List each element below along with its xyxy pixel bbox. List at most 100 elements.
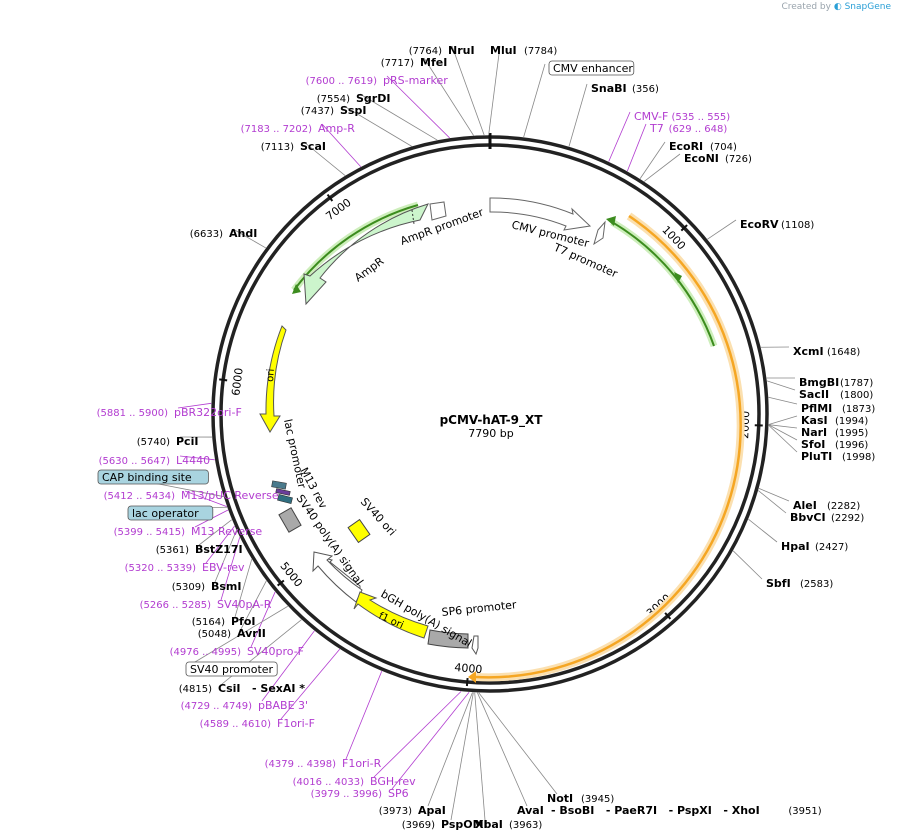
bgh-polya-box[interactable] (427, 629, 469, 649)
site-label-cap[interactable]: CAP binding site (97, 469, 209, 485)
site-label-bghrev[interactable]: (4016 .. 4033)BGH-rev (293, 775, 417, 788)
site-position: (356) (632, 84, 659, 95)
site-label-ebvrev[interactable]: (5320 .. 5339)EBV-rev (125, 561, 245, 574)
site-label-cmvenh[interactable]: CMV enhancer (548, 60, 635, 76)
site-label-l4440[interactable]: (5630 .. 5647)L4440 (99, 454, 211, 467)
site-label-t7[interactable]: T7(629 .. 648) (649, 122, 727, 135)
site-label-kasi[interactable]: KasI(1994) (801, 414, 868, 427)
site-position: (3979 .. 3996) (311, 789, 383, 800)
leader-line (643, 153, 681, 182)
leader-line (345, 670, 383, 760)
feature-layer (259, 197, 745, 683)
site-label-scai[interactable]: (7113)ScaI (261, 140, 326, 153)
site-label-box (97, 469, 209, 485)
site-label-econi[interactable]: EcoNI(726) (684, 152, 752, 165)
site-label-xcmi[interactable]: XcmI(1648) (793, 345, 860, 358)
cap-site-box[interactable] (271, 480, 287, 490)
ori-arrow[interactable] (259, 325, 287, 433)
site-label-sv40par[interactable]: (5266 .. 5285)SV40pA-R (140, 598, 272, 611)
site-name: PflMI (801, 402, 832, 415)
site-position: (7717) (381, 58, 414, 69)
site-label-apai[interactable]: (3973)ApaI (379, 804, 446, 817)
site-label-f1orir[interactable]: (4379 .. 4398) F1ori-R (265, 757, 382, 770)
credit-prefix: Created by (781, 2, 831, 12)
site-name: ScaI (300, 140, 326, 153)
site-label-pbabe[interactable]: (4729 .. 4749)pBABE 3' (181, 699, 309, 712)
site-name: pBR322ori-F (174, 406, 242, 419)
tick-mark (326, 193, 334, 202)
orf-main-arc[interactable] (475, 214, 742, 679)
site-label-pluti[interactable]: PluTI(1998) (801, 450, 875, 463)
site-name: M13 Reverse (191, 525, 262, 538)
f1-ori-arrow[interactable] (353, 591, 429, 639)
site-label-prs[interactable]: (7600 .. 7619)pRS-marker (306, 74, 449, 87)
site-name: F1ori-R (342, 757, 382, 770)
leader-line (232, 228, 267, 249)
site-label-sfoi[interactable]: SfoI(1996) (801, 438, 868, 451)
site-label-alei[interactable]: AleI(2282) (793, 499, 860, 512)
site-label-sspi[interactable]: (7437)SspI (301, 104, 367, 117)
site-label-lacop[interactable]: lac operator (127, 505, 214, 521)
site-label-pcii[interactable]: (5740)PciI (137, 435, 199, 448)
site-label-m13rev[interactable]: (5399 .. 5415) M13 Reverse (114, 525, 263, 538)
site-label-bmgbi[interactable]: BmgBI(1787) (799, 376, 873, 389)
site-label-nari[interactable]: NarI(1995) (801, 426, 868, 439)
site-name: CMV enhancer (553, 62, 633, 75)
label-ampr: AmpR (352, 254, 387, 284)
site-label-sgrdi[interactable]: (7554)SgrDI (317, 92, 391, 105)
site-label-xbai[interactable]: XbaI(3963) (475, 818, 542, 831)
tick-mark (277, 579, 285, 587)
site-label-noti[interactable]: NotI(3945) (547, 792, 614, 805)
site-position: (5399 .. 5415) (114, 527, 186, 538)
lac-operator-box[interactable] (277, 494, 293, 504)
label-ori: ori (265, 368, 277, 382)
site-label-pflmi[interactable]: PflMI(1873) (801, 402, 875, 415)
site-label-cmvf[interactable]: CMV-F(535 .. 555) (634, 110, 730, 123)
site-label-m13puc[interactable]: (5412 .. 5434)M13/pUC Reverse (104, 489, 279, 502)
site-label-pfoi[interactable]: (5164)PfoI (192, 615, 256, 628)
t7-promoter-arrow[interactable] (593, 220, 606, 246)
site-label-sacii[interactable]: SacII(1800) (799, 388, 873, 401)
m13-rev-box[interactable] (275, 488, 291, 496)
site-label-avai[interactable]: AvaI- BsoBI - PaeR7I - PspXI - XhoI(3951… (517, 804, 822, 817)
site-label-f1orif[interactable]: (4589 .. 4610)F1ori-F (200, 717, 315, 730)
site-label-sp6[interactable]: (3979 .. 3996)SP6 (311, 787, 409, 800)
site-label-bsmi[interactable]: (5309)BsmI (172, 580, 242, 593)
ampr-promoter-arrow[interactable] (429, 201, 447, 221)
site-label-bstz17i[interactable]: (5361)BstZ17I (156, 543, 243, 556)
site-position: (4379 .. 4398) (265, 759, 337, 770)
site-label-sv40prom[interactable]: SV40 promoter (185, 661, 278, 677)
sv40-ori-box[interactable] (347, 518, 371, 544)
sp6-promoter-arrow[interactable] (471, 635, 479, 656)
site-name: SfoI (801, 438, 825, 451)
site-label-nrui[interactable]: (7764)NruI (409, 44, 475, 57)
site-label-pspomi[interactable]: (3969)PspOMI (402, 818, 488, 831)
site-label-ecorv[interactable]: EcoRV(1108) (740, 218, 814, 231)
site-label-csii[interactable]: (4815)CsiI- SexAI * (179, 682, 306, 695)
site-label-mlui[interactable]: MluI(7784) (490, 44, 557, 57)
site-label-sbfi[interactable]: SbfI(2583) (766, 577, 833, 590)
plasmid-length: 7790 bp (468, 427, 513, 440)
site-label-ahdi[interactable]: (6633)AhdI (190, 227, 258, 240)
site-label-ampr_p[interactable]: (7183 .. 7202)Amp-R (241, 122, 356, 135)
sv40-promoter-arrow-body[interactable] (312, 551, 363, 603)
site-label-pbr[interactable]: (5881 .. 5900)pBR322ori-F (97, 406, 242, 419)
ampr-arrow[interactable] (303, 203, 429, 306)
leader-line (280, 648, 341, 720)
site-name: MfeI (420, 56, 447, 69)
site-label-snabi[interactable]: SnaBI(356) (591, 82, 659, 95)
sv40-polya-box[interactable] (278, 507, 302, 533)
site-label-sv40prof[interactable]: (4976 .. 4995)SV40pro-F (170, 645, 304, 658)
site-label-bbvci[interactable]: BbvCI(2292) (790, 511, 864, 524)
site-name: M13/pUC Reverse (181, 489, 279, 502)
orf-green-arc[interactable] (611, 221, 715, 347)
site-position: (4016 .. 4033) (293, 777, 365, 788)
site-label-hpai[interactable]: HpaI(2427) (781, 540, 848, 553)
site-label-mfei[interactable]: (7717) MfeI (381, 56, 448, 69)
site-label-avrii[interactable]: (5048)AvrII (198, 627, 266, 640)
site-name: BbvCI (790, 511, 826, 524)
cmv-promoter-arrow[interactable] (489, 197, 592, 231)
site-labels: (7764)NruI MluI(7784) (7717) MfeI (7600 .. 7… (97, 44, 876, 831)
site-position: (6633) (190, 229, 223, 240)
site-label-ecori[interactable]: EcoRI(704) (669, 140, 737, 153)
